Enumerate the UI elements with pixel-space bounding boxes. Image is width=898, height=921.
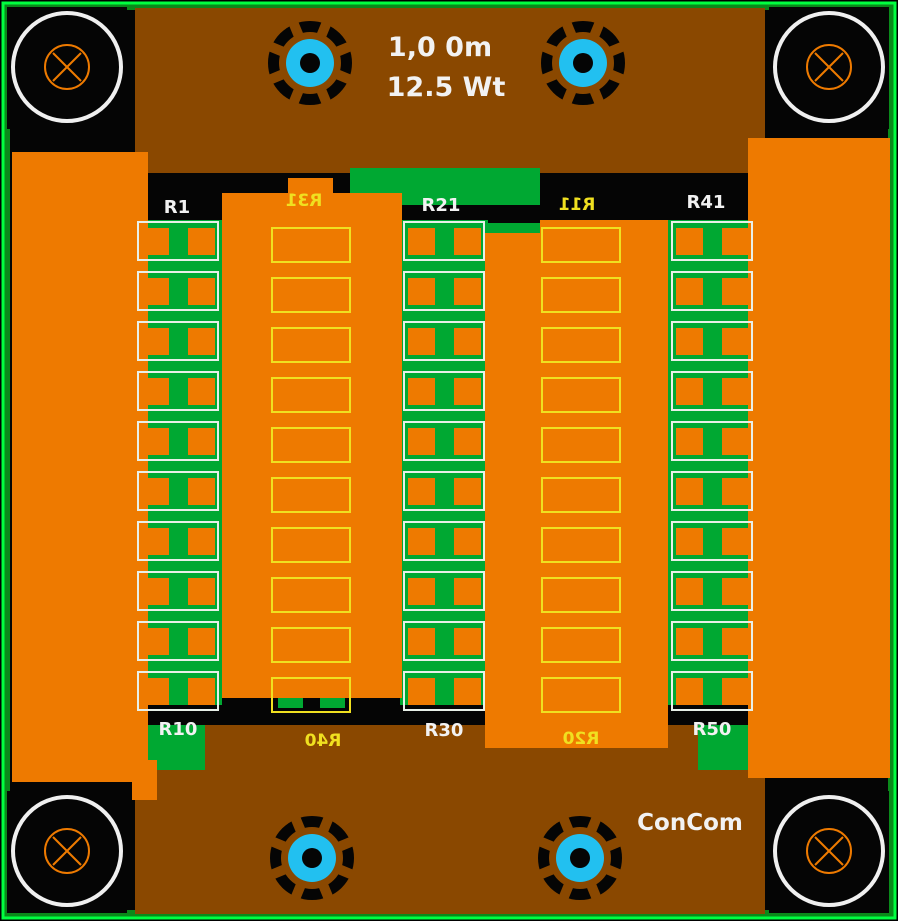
resistor-footprint bbox=[671, 671, 753, 711]
bottom-copper-top bbox=[135, 8, 765, 173]
resistor-footprint-bottom bbox=[271, 227, 351, 263]
resistor-footprint-bottom bbox=[541, 377, 621, 413]
resistor-footprint bbox=[137, 471, 219, 511]
resistor-footprint-bottom bbox=[541, 227, 621, 263]
spec-line-1: 1,0 0m bbox=[388, 32, 492, 63]
resistor-footprint-bottom bbox=[271, 677, 351, 713]
resistor-footprint bbox=[403, 221, 485, 261]
resistor-footprint bbox=[671, 321, 753, 361]
resistor-footprint-bottom bbox=[271, 477, 351, 513]
thermal-via-icon bbox=[537, 815, 623, 901]
resistor-footprint bbox=[671, 571, 753, 611]
resistor-footprint bbox=[403, 271, 485, 311]
designator-r11: R11 bbox=[559, 195, 596, 215]
resistor-footprint bbox=[137, 521, 219, 561]
designator-r31: R31 bbox=[286, 191, 323, 211]
bottom-copper-bottom bbox=[135, 722, 765, 914]
thermal-via-icon bbox=[269, 815, 355, 901]
resistor-footprint bbox=[137, 671, 219, 711]
resistor-footprint bbox=[403, 621, 485, 661]
resistor-footprint bbox=[403, 421, 485, 461]
resistor-footprint bbox=[137, 621, 219, 661]
resistor-footprint-bottom bbox=[541, 527, 621, 563]
resistor-footprint bbox=[671, 421, 753, 461]
resistor-footprint-bottom bbox=[541, 477, 621, 513]
resistor-footprint bbox=[403, 521, 485, 561]
resistor-footprint bbox=[403, 371, 485, 411]
resistor-footprint-bottom bbox=[271, 327, 351, 363]
brand-label: ConCom bbox=[637, 810, 743, 836]
resistor-footprint-bottom bbox=[271, 277, 351, 313]
resistor-footprint-bottom bbox=[541, 577, 621, 613]
resistor-footprint bbox=[671, 271, 753, 311]
resistor-footprint bbox=[671, 521, 753, 561]
designator-r10: R10 bbox=[159, 719, 198, 740]
resistor-footprint bbox=[403, 571, 485, 611]
resistor-footprint bbox=[671, 621, 753, 661]
top-copper-left-pad bbox=[12, 152, 132, 782]
top-copper-mid-left bbox=[222, 193, 402, 698]
resistor-footprint bbox=[671, 221, 753, 261]
designator-r41: R41 bbox=[687, 192, 726, 213]
mounting-hole-icon bbox=[7, 791, 127, 913]
resistor-footprint-bottom bbox=[271, 577, 351, 613]
resistor-footprint bbox=[403, 321, 485, 361]
designator-r30: R30 bbox=[425, 720, 464, 741]
top-copper-mid-right bbox=[485, 233, 668, 748]
designator-r50: R50 bbox=[693, 719, 732, 740]
resistor-footprint bbox=[671, 371, 753, 411]
resistor-footprint bbox=[671, 471, 753, 511]
designator-r40: R40 bbox=[304, 731, 341, 751]
resistor-footprint-bottom bbox=[541, 627, 621, 663]
resistor-footprint bbox=[137, 371, 219, 411]
resistor-footprint-bottom bbox=[271, 377, 351, 413]
resistor-footprint-bottom bbox=[541, 677, 621, 713]
resistor-footprint-bottom bbox=[271, 527, 351, 563]
designator-r20: R20 bbox=[562, 729, 599, 749]
resistor-footprint bbox=[137, 271, 219, 311]
resistor-footprint bbox=[403, 671, 485, 711]
resistor-footprint bbox=[137, 321, 219, 361]
designator-r21: R21 bbox=[422, 195, 461, 216]
mounting-hole-icon bbox=[769, 791, 889, 913]
mounting-hole-icon bbox=[769, 7, 889, 129]
designator-r1: R1 bbox=[164, 197, 190, 218]
mounting-hole-icon bbox=[7, 7, 127, 129]
top-copper-right-pad bbox=[748, 138, 890, 778]
thermal-via-icon bbox=[267, 20, 353, 106]
resistor-footprint bbox=[137, 221, 219, 261]
thermal-via-icon bbox=[540, 20, 626, 106]
resistor-footprint-bottom bbox=[541, 277, 621, 313]
resistor-footprint bbox=[403, 471, 485, 511]
resistor-footprint-bottom bbox=[541, 327, 621, 363]
resistor-footprint bbox=[137, 421, 219, 461]
resistor-footprint-bottom bbox=[271, 427, 351, 463]
resistor-footprint bbox=[137, 571, 219, 611]
resistor-footprint-bottom bbox=[541, 427, 621, 463]
spec-line-2: 12.5 Wt bbox=[387, 72, 506, 103]
resistor-footprint-bottom bbox=[271, 627, 351, 663]
